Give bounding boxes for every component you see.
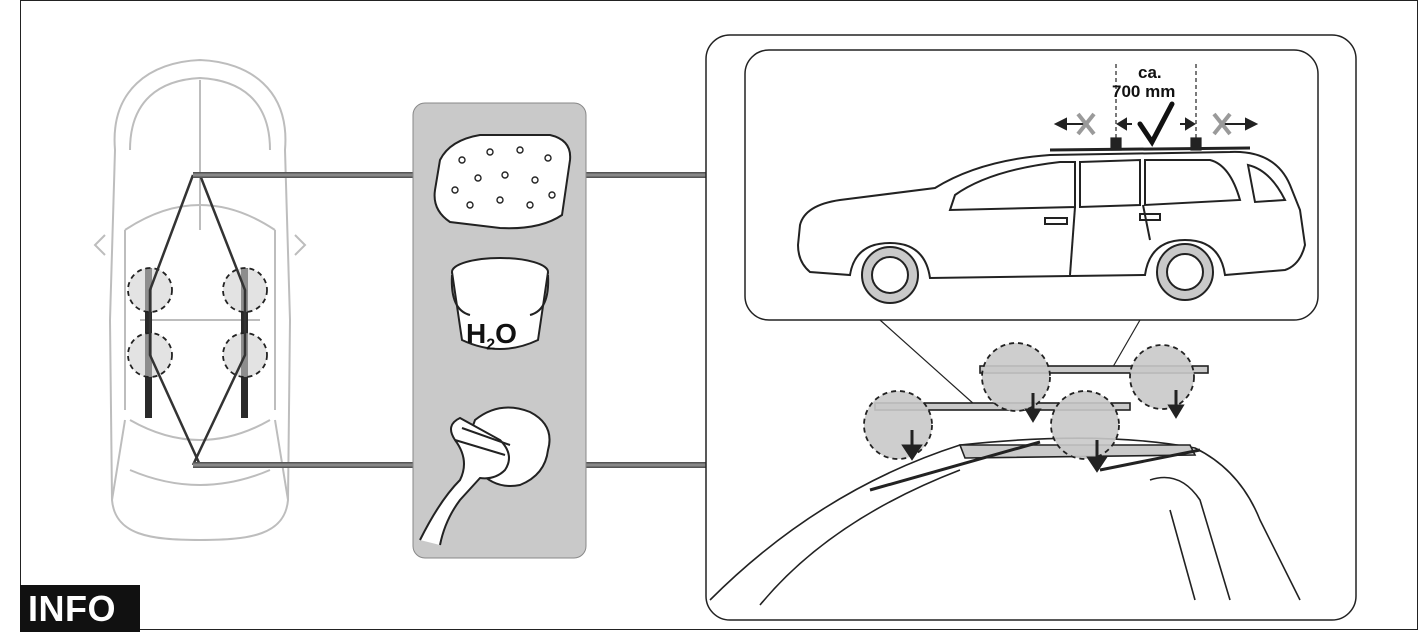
- sponge-icon: [435, 135, 571, 228]
- distance-approx-label: ca.: [1138, 63, 1162, 83]
- info-badge: INFO: [20, 585, 140, 632]
- water-formula-label: H2O: [466, 318, 517, 355]
- distance-value-label: 700 mm: [1112, 82, 1175, 102]
